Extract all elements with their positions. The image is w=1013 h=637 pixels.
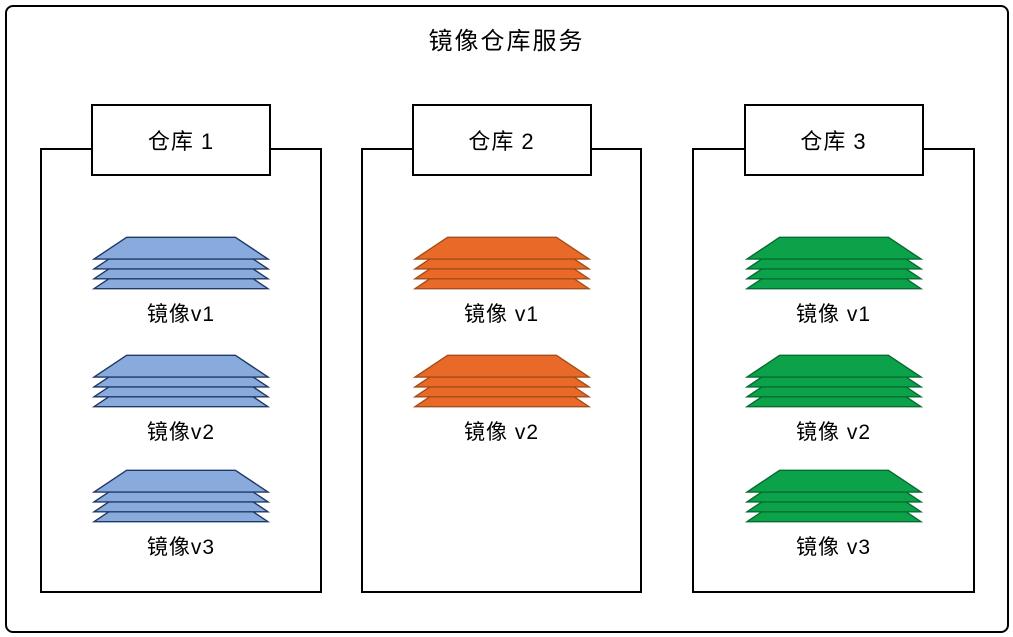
outer-border — [5, 5, 1009, 633]
image-group: 镜像v2 — [83, 354, 279, 446]
image-group-list: 镜像 v1 镜像 v2 — [363, 150, 640, 591]
repo-header: 仓库 1 — [91, 104, 271, 176]
image-label: 镜像 v2 — [795, 421, 871, 444]
image-group: 镜像v3 — [83, 469, 279, 561]
image-label: 镜像v2 — [146, 421, 216, 444]
image-group: 镜像 v3 — [736, 469, 932, 561]
diagram-title: 镜像仓库服务 — [428, 28, 585, 55]
layer-stack-icon — [744, 236, 923, 290]
image-label: 镜像v3 — [146, 536, 216, 559]
image-label: 镜像 v1 — [463, 303, 539, 326]
image-group: 镜像 v1 — [404, 236, 600, 328]
repo-container: 仓库 1 镜像v1 镜像v2 镜像v3 — [40, 104, 322, 593]
layer-stack-icon — [92, 236, 270, 290]
layer-stack-icon — [744, 469, 923, 523]
repo-title: 仓库 1 — [147, 129, 215, 154]
repo-container: 仓库 3 镜像 v1 镜像 v2 镜像 v3 — [692, 104, 975, 593]
layer-stack-icon — [744, 354, 923, 408]
layer-stack-icon — [92, 354, 270, 408]
layer-stack-icon — [412, 236, 591, 290]
image-group: 镜像v1 — [83, 236, 279, 328]
image-label: 镜像 v3 — [795, 536, 871, 559]
repo-title: 仓库 2 — [468, 129, 535, 154]
image-group: 镜像 v1 — [736, 236, 932, 328]
image-label: 镜像 v2 — [463, 421, 539, 444]
repo-header: 仓库 3 — [743, 104, 924, 176]
image-label: 镜像v1 — [146, 303, 216, 326]
repo-container: 仓库 2 镜像 v1 镜像 v2 — [361, 104, 642, 593]
layer-stack-icon — [92, 469, 270, 523]
image-group-list: 镜像v1 镜像v2 镜像v3 — [42, 150, 320, 591]
layer-stack-icon — [412, 354, 591, 408]
image-group: 镜像 v2 — [736, 354, 932, 446]
repo-header: 仓库 2 — [411, 104, 592, 176]
repo-title: 仓库 3 — [800, 129, 867, 154]
image-group-list: 镜像 v1 镜像 v2 镜像 v3 — [694, 150, 973, 591]
image-group: 镜像 v2 — [404, 354, 600, 446]
image-label: 镜像 v1 — [795, 303, 871, 326]
